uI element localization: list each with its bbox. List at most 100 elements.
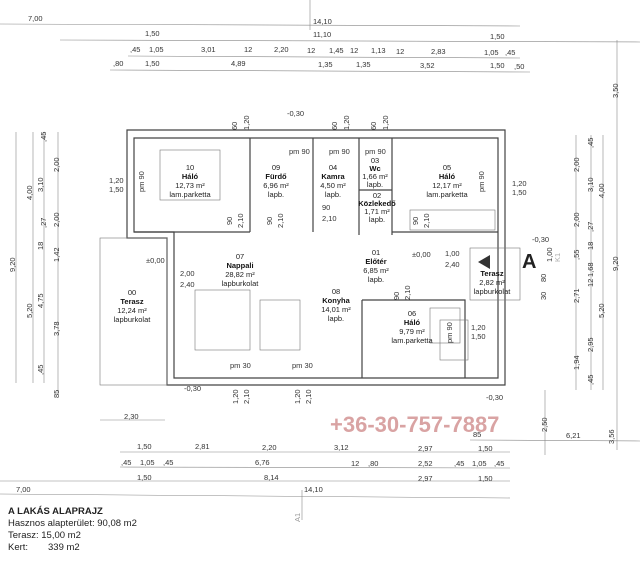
plan-label: 12 bbox=[586, 279, 595, 287]
plan-label: 6,21 bbox=[566, 431, 581, 440]
plan-label: lapb. bbox=[325, 190, 341, 199]
plan-label: 85 bbox=[52, 390, 61, 398]
plan-label: 2,30 bbox=[124, 412, 139, 421]
wardrobe bbox=[409, 209, 496, 231]
plan-label: -0,30 bbox=[287, 109, 304, 118]
plan-label: 2,97 bbox=[418, 444, 433, 453]
plan-label: 9,79 m² bbox=[399, 327, 425, 336]
plan-label: 18 bbox=[586, 242, 595, 250]
plan-label: 2,20 bbox=[262, 443, 277, 452]
plan-label: lam.parketta bbox=[391, 336, 433, 345]
plan-label: 1,42 bbox=[52, 247, 61, 262]
plan-label: 1,50 bbox=[471, 332, 486, 341]
plan-label: 30 bbox=[539, 292, 548, 300]
plan-label: 3,10 bbox=[36, 177, 45, 192]
plan-label: 90 bbox=[322, 203, 330, 212]
plan-label: -0,30 bbox=[184, 384, 201, 393]
bottom-dimensions: 2,30 85 6,21 2,50 3,56 1,50 2,81 2,20 3,… bbox=[16, 412, 616, 494]
plan-label: 9,20 bbox=[611, 256, 620, 271]
plan-label: 2,10 bbox=[242, 389, 251, 404]
plan-label: ,45 bbox=[494, 459, 504, 468]
plan-label: 85 bbox=[473, 430, 481, 439]
plan-label: Terasz bbox=[480, 269, 503, 278]
plan-label: 2,10 bbox=[422, 213, 431, 228]
plan-label: 2,52 bbox=[418, 459, 433, 468]
plan-label: pm 90 bbox=[289, 147, 310, 156]
plan-label: 8,14 bbox=[264, 473, 279, 482]
plan-label: 28,82 m² bbox=[225, 270, 255, 279]
terrace-area: Terasz: 15,00 m2 bbox=[8, 530, 137, 542]
plan-label: 11,10 bbox=[313, 30, 331, 39]
plan-label: 1,45 bbox=[329, 46, 344, 55]
plan-label: 90 bbox=[411, 217, 420, 225]
plan-label: 1,50 bbox=[512, 188, 527, 197]
plan-label: 1,50 bbox=[137, 442, 152, 451]
sofa bbox=[194, 289, 251, 351]
plan-label: 2,81 bbox=[195, 442, 210, 451]
plan-label: 2,00 bbox=[52, 212, 61, 227]
plan-label: A1 bbox=[293, 513, 302, 522]
plan-label: 3,12 bbox=[334, 443, 349, 452]
plan-label: lam.parketta bbox=[426, 190, 468, 199]
plan-label: ,45 bbox=[586, 138, 595, 148]
plan-label: lapb. bbox=[367, 180, 383, 189]
garden-label: Kert: bbox=[8, 542, 29, 553]
dimension-lines bbox=[0, 0, 640, 520]
plan-label: 2,10 bbox=[276, 213, 285, 228]
plan-label: A bbox=[522, 251, 536, 273]
plan-label: 2,00 bbox=[52, 157, 61, 172]
plan-label: 1,20 bbox=[231, 389, 240, 404]
plan-label: 14,10 bbox=[304, 485, 323, 494]
plan-label: 80 bbox=[539, 274, 548, 282]
plan-label: ,45 bbox=[505, 48, 515, 57]
plan-label: 7,00 bbox=[16, 485, 31, 494]
plan-label: lam.parketta bbox=[169, 190, 211, 199]
plan-label: pm 30 bbox=[292, 361, 313, 370]
plan-label: 7,00 bbox=[28, 14, 43, 23]
plan-label: 1,35 bbox=[356, 60, 371, 69]
plan-label: 1,05 bbox=[149, 45, 164, 54]
plan-label: 60 bbox=[369, 122, 378, 130]
plan-label: 2,97 bbox=[418, 474, 433, 483]
title-block: A LAKÁS ALAPRAJZ Hasznos alapterület: 90… bbox=[8, 506, 137, 554]
plan-label: 2,10 bbox=[236, 213, 245, 228]
plan-label: -0,30 bbox=[532, 235, 549, 244]
plan-label: 1,20 bbox=[471, 323, 486, 332]
plan-label: 01 bbox=[372, 248, 380, 257]
entry-terrace-outline bbox=[469, 247, 521, 301]
plan-label: 1,20 bbox=[109, 176, 124, 185]
plan-label: 2,10 bbox=[304, 389, 313, 404]
plan-label: 2,40 bbox=[180, 280, 195, 289]
plan-label: Háló bbox=[182, 172, 199, 181]
plan-label: 12,24 m² bbox=[117, 306, 147, 315]
garden-value: 339 m2 bbox=[48, 542, 80, 553]
plan-label: ,80 bbox=[368, 459, 378, 468]
plan-label: pm 90 bbox=[365, 147, 386, 156]
plan-label: ,27 bbox=[586, 222, 595, 232]
section-marker: A 1,00 K1 80 30 A1 bbox=[293, 247, 562, 522]
plan-label: 3,52 bbox=[420, 61, 435, 70]
plan-label: ,45 bbox=[39, 132, 48, 142]
plan-label: 00 bbox=[128, 288, 136, 297]
plan-label: 1,68 bbox=[586, 262, 595, 277]
plan-label: 1,50 bbox=[490, 61, 505, 70]
plan-label: 02 bbox=[373, 191, 381, 200]
plan-label: Wc bbox=[369, 164, 380, 173]
plan-label: -0,30 bbox=[486, 393, 503, 402]
plan-label: 12,17 m² bbox=[432, 181, 462, 190]
plan-label: 12 bbox=[396, 47, 404, 56]
plan-label: ,45 bbox=[36, 365, 45, 375]
plan-label: Előtér bbox=[365, 257, 386, 266]
plan-label: 4,89 bbox=[231, 59, 246, 68]
plan-label: 6,96 m² bbox=[263, 181, 289, 190]
plan-label: 1,50 bbox=[145, 29, 160, 38]
plan-label: 4,00 bbox=[597, 183, 606, 198]
annotations: ±0,00 ±0,00 -0,30 -0,30 -0,30 -0,30 1,20… bbox=[109, 109, 549, 404]
